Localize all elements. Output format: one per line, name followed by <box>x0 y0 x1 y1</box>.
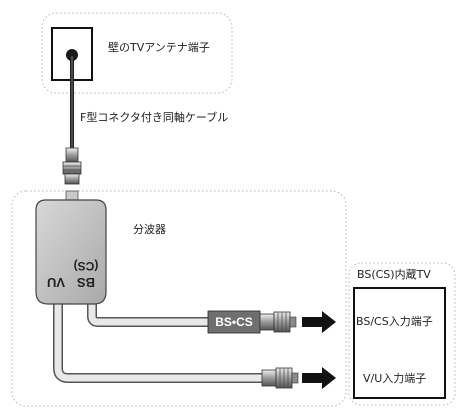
vu-output-cable <box>53 300 262 383</box>
splitter-port-cs-label: (CS) <box>74 259 99 273</box>
splitter-body: (CS) BS VU <box>35 199 107 305</box>
splitter-port-vu-label: VU <box>47 275 65 290</box>
splitter-label: 分波器 <box>133 223 166 236</box>
vu-input-label: V/U入力端子 <box>363 372 427 385</box>
arrow-right-icon <box>302 367 336 389</box>
wall-area-frame <box>41 12 233 94</box>
tv-box <box>353 287 446 399</box>
wall-socket-icon <box>51 27 93 81</box>
vu-connector <box>261 367 299 389</box>
bs-cs-input-label: BS/CS入力端子 <box>356 315 433 328</box>
splitter-port-bs-label: BS <box>77 275 95 290</box>
wall-terminal-label: 壁のTVアンテナ端子 <box>108 41 210 54</box>
arrow-right-icon <box>302 311 336 333</box>
bs-cs-connector: BS•CS <box>207 310 297 334</box>
coax-cable-label: F型コネクタ付き同軸ケーブル <box>80 111 229 124</box>
tv-area-frame <box>348 262 456 406</box>
splitter-area-frame <box>11 190 347 407</box>
bs-cs-output-cable <box>87 300 208 327</box>
f-connector-icon <box>62 147 82 185</box>
bs-cs-connector-tag: BS•CS <box>215 315 253 329</box>
tv-label: BS(CS)内蔵TV <box>357 268 431 281</box>
